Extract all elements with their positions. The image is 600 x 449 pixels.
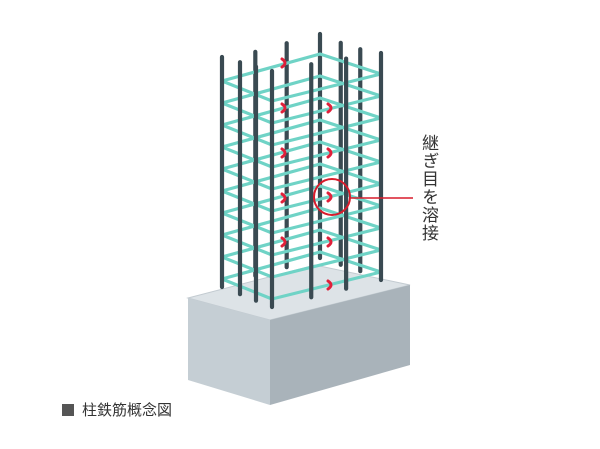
figure-caption: 柱鉄筋概念図 [62,399,172,420]
hoop-tie [220,52,383,103]
weld-joint-label: 継ぎ目を溶接 [418,134,438,242]
weld-mark [326,102,333,114]
weld-mark [280,236,287,248]
weld-highlight-circle [313,178,351,216]
weld-mark [326,279,333,291]
weld-mark [326,147,333,159]
weld-mark [280,102,287,114]
hoop-tie [220,228,383,279]
weld-joint-marks [280,57,333,291]
weld-mark [280,147,287,159]
weld-mark [326,236,333,248]
caption-text: 柱鉄筋概念図 [82,401,173,419]
hoop-tie [220,140,383,191]
hoop-tie [220,74,383,125]
caption-square-icon [62,403,74,416]
block-right-face [270,285,410,405]
hoop-tie [220,162,383,213]
hoop-tie [220,118,383,169]
weld-mark [280,192,287,204]
weld-mark [326,191,333,203]
weld-mark [280,57,287,69]
hoop-tie [220,184,383,235]
hoop-tie [220,206,383,257]
hoop-ties [220,52,383,301]
block-left-face [188,298,270,405]
rebar-cage [219,31,384,310]
hoop-tie [220,96,383,147]
front-vertical-bars [219,50,384,310]
